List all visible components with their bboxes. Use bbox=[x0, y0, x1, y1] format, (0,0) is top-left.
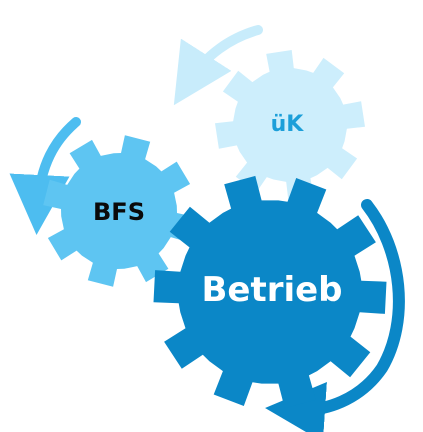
gear-uk-shape bbox=[215, 50, 365, 200]
gear-bfs-shape bbox=[43, 135, 195, 287]
arrow-top-light bbox=[173, 25, 263, 106]
gear-uk-label: üK bbox=[271, 112, 305, 137]
gear-bfs: BFS bbox=[43, 135, 195, 287]
gear-uk: üK bbox=[215, 50, 365, 200]
arrow-right-dark bbox=[265, 199, 405, 432]
gear-betrieb-label: Betrieb bbox=[201, 270, 342, 310]
gear-betrieb: Betrieb bbox=[153, 175, 387, 409]
gear-bfs-label: BFS bbox=[93, 198, 145, 226]
arrow-left-mid bbox=[9, 117, 81, 235]
gear-betrieb-shape bbox=[153, 175, 387, 409]
